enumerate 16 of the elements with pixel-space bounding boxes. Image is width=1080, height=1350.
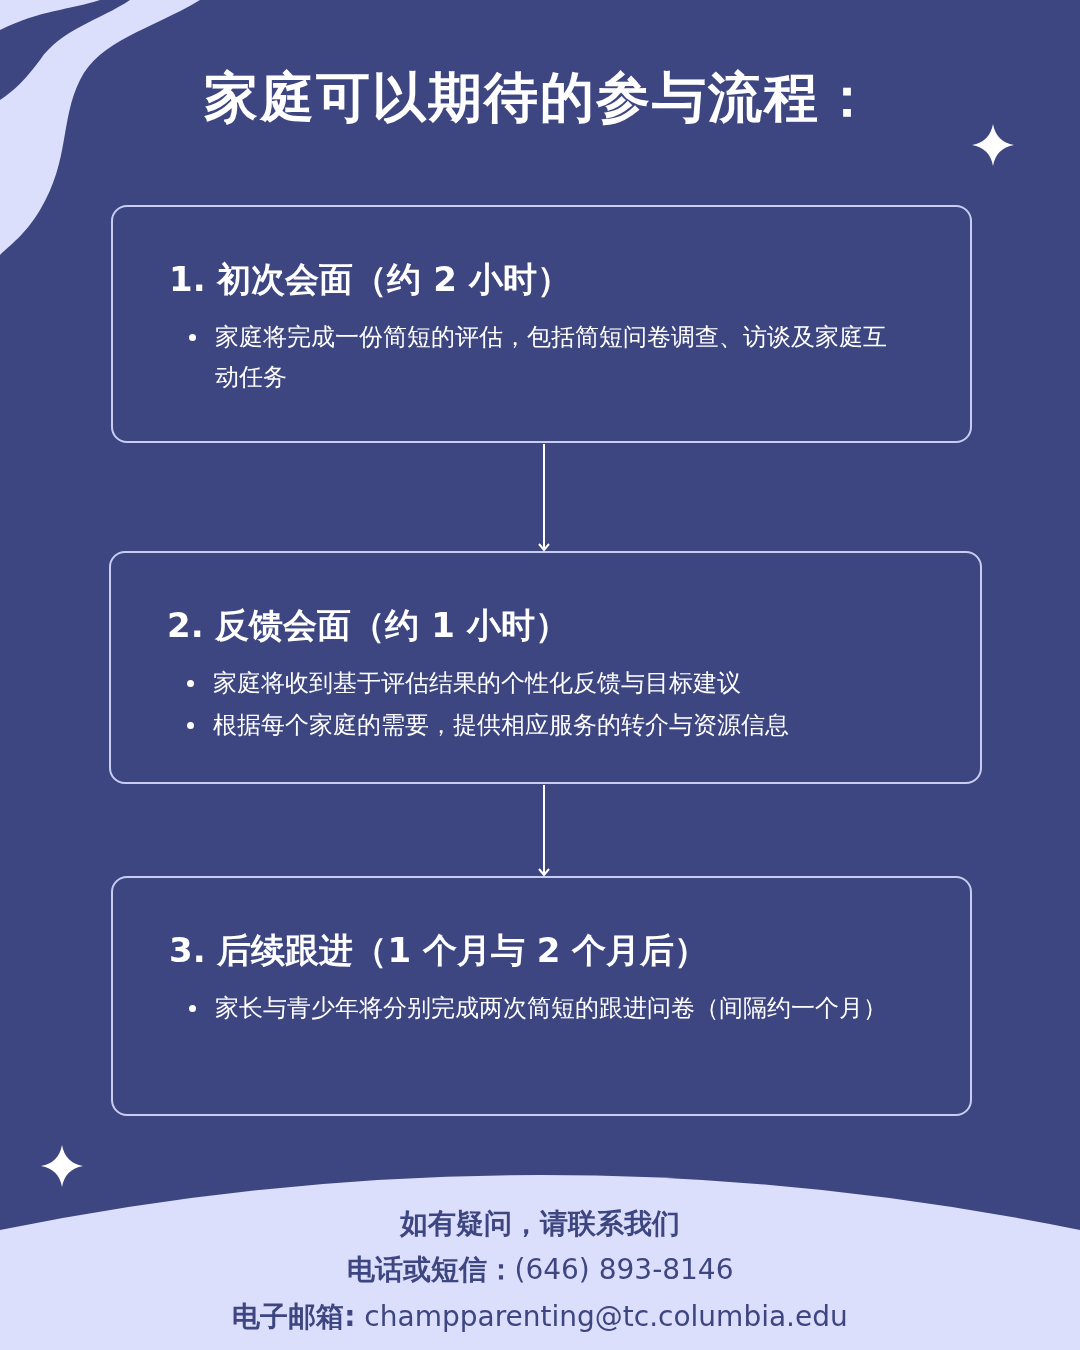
step-heading: 2. 反馈会面（约 1 小时）	[167, 604, 570, 647]
bullet-text: 家长与青少年将分别完成两次简短的跟进问卷（间隔约一个月）	[169, 988, 890, 1028]
bullet-text: 根据每个家庭的需要，提供相应服务的转介与资源信息	[167, 705, 900, 745]
bullet-text: 家庭将收到基于评估结果的个性化反馈与目标建议	[167, 663, 900, 703]
step-heading: 1. 初次会面（约 2 小时）	[169, 258, 572, 301]
step-box	[111, 205, 972, 443]
bullet-text: 家庭将完成一份简短的评估，包括简短问卷调查、访谈及家庭互动任务	[169, 317, 890, 397]
step-box	[111, 876, 972, 1116]
step-heading: 3. 后续跟进（1 个月与 2 个月后）	[169, 929, 710, 972]
contact-text: 电子邮箱: champparenting@tc.columbia.edu	[231, 1299, 849, 1335]
step-box	[109, 551, 982, 784]
contact-heading: 如有疑问，请联系我们	[398, 1206, 681, 1242]
arrow	[538, 784, 550, 876]
contact-text: 电话或短信：(646) 893-8146	[345, 1252, 735, 1288]
arrow	[538, 443, 550, 551]
title: 家庭可以期待的参与流程：	[203, 65, 877, 131]
